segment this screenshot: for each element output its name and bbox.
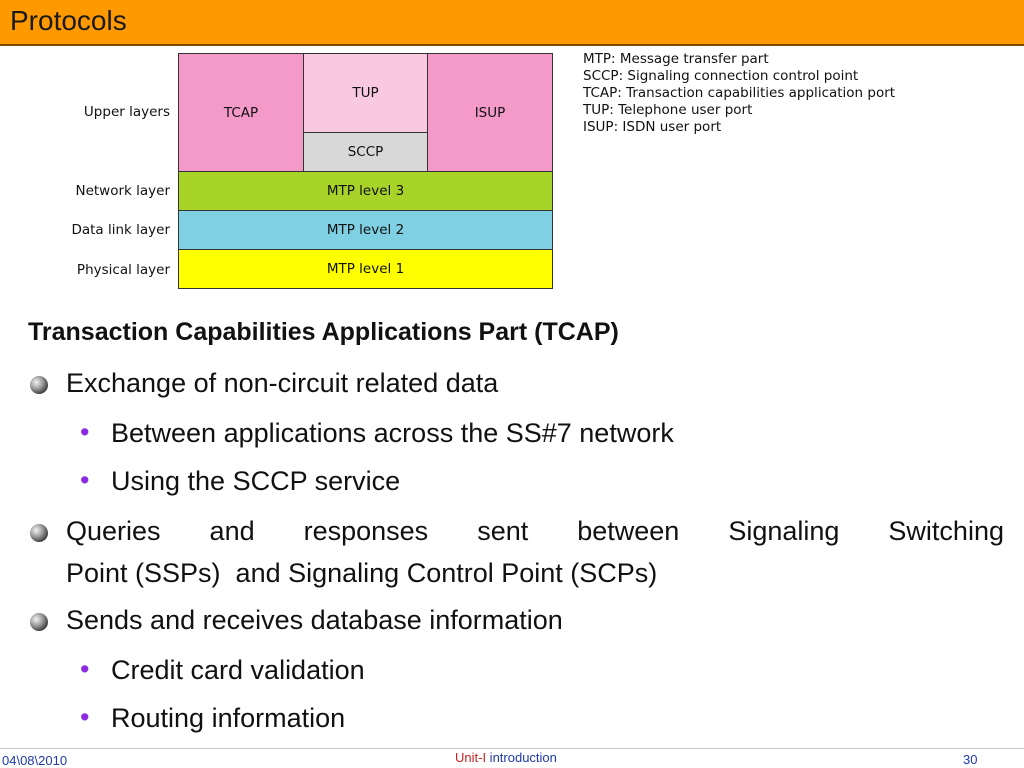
legend-item-mtp: MTP: Message transfer part [583, 51, 769, 67]
title-bar: Protocols [0, 0, 1024, 46]
box-sccp: SCCP [303, 132, 428, 172]
footer-date: 04\08\2010 [2, 753, 68, 768]
legend-item-sccp: SCCP: Signaling connection control point [583, 68, 859, 84]
box-mtp-level-1: MTP level 1 [178, 249, 553, 289]
bullet-ball-icon [30, 524, 48, 542]
word: sent [477, 516, 529, 546]
box-mtp-level-3: MTP level 3 [178, 171, 553, 211]
word: Switching [888, 516, 1004, 546]
slide-title: Protocols [10, 5, 127, 36]
section-heading: Transaction Capabilities Applications Pa… [28, 318, 619, 346]
footer-unit-suffix: introduction [486, 750, 557, 765]
bullet-text-line-2: Point (SSPs) and Signaling Control Point… [66, 558, 658, 588]
word: Signaling [728, 516, 840, 546]
sub-bullet-dot-icon: • [80, 702, 90, 732]
legend-item-isup: ISUP: ISDN user port [583, 119, 722, 135]
footer-unit-title: Unit-I introduction [455, 750, 557, 765]
layer-label-physical: Physical layer [76, 262, 170, 278]
layer-label-upper: Upper layers [83, 104, 170, 120]
sub-bullet-dot-icon: • [80, 417, 90, 447]
word: responses [303, 516, 429, 546]
diagram-legend: MTP: Message transfer part SCCP: Signali… [583, 51, 895, 136]
sub-bullet-dot-icon: • [80, 654, 90, 684]
box-tup: TUP [303, 53, 428, 133]
word: between [577, 516, 680, 546]
bullet-text: Sends and receives database information [66, 605, 563, 635]
box-tcap: TCAP [178, 53, 304, 172]
sub-bullet-text: Between applications across the SS#7 net… [111, 418, 674, 448]
bullet-ball-icon [30, 613, 48, 631]
sub-bullet-text: Using the SCCP service [111, 466, 401, 496]
layer-label-network: Network layer [75, 183, 170, 199]
word: and [209, 516, 255, 546]
bullet-text: Exchange of non-circuit related data [66, 368, 499, 398]
footer-unit-prefix: Unit-I [455, 750, 487, 765]
legend-item-tup: TUP: Telephone user port [583, 102, 753, 118]
footer-divider [0, 748, 1024, 749]
sub-bullet-text: Credit card validation [111, 655, 365, 685]
legend-item-tcap: TCAP: Transaction capabilities applicati… [583, 85, 896, 101]
box-isup: ISUP [427, 53, 553, 172]
sub-bullet-text: Routing information [111, 703, 346, 733]
layer-label-datalink: Data link layer [71, 222, 170, 238]
bullet-ball-icon [30, 376, 48, 394]
sub-bullet-dot-icon: • [80, 465, 90, 495]
bullet-text-line-1: Queries and responses sent between Signa… [66, 516, 1004, 547]
page-number: 30 [963, 752, 978, 767]
box-mtp-level-2: MTP level 2 [178, 210, 553, 250]
word: Queries [66, 516, 161, 546]
